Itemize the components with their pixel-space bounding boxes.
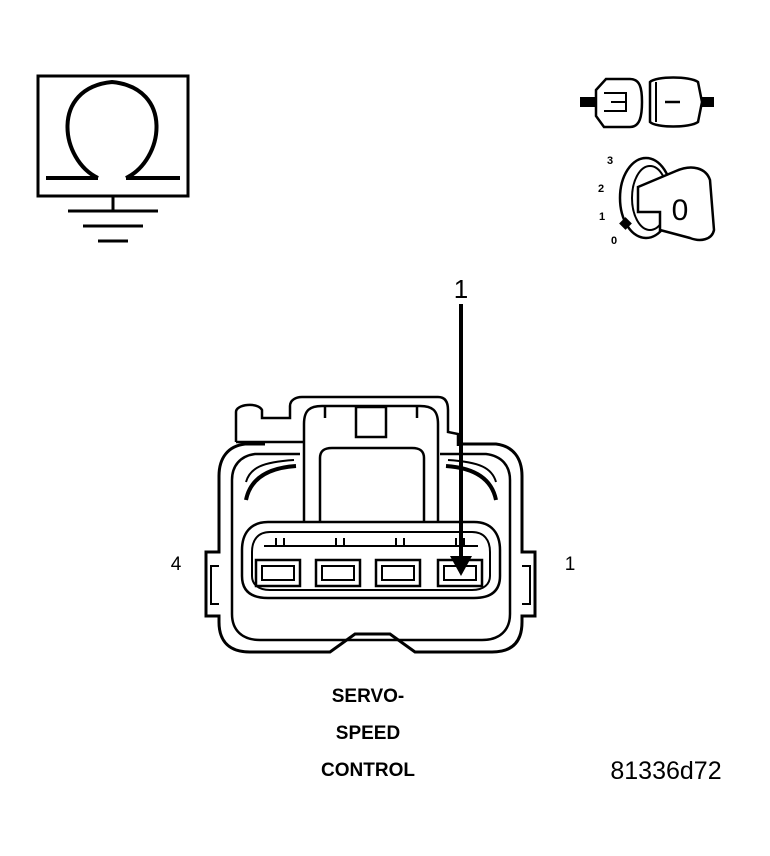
terminal-2 [374,538,422,588]
pin-label-1: 1 [565,554,576,575]
ignition-key-label: 0 [672,194,689,227]
caption-line-3: CONTROL [321,760,415,781]
caption-line-2: SPEED [336,723,400,744]
disconnected-connector-icon [580,76,714,129]
terminal-4 [254,538,302,588]
ignition-position-2: 2 [598,183,604,195]
ignition-position-1: 1 [599,211,605,223]
caption-line-1: SERVO- [332,686,405,707]
ohmmeter-ground-icon [36,74,190,243]
ignition-key-off-icon: 3 2 1 0 0 [598,155,716,247]
connector-face [204,395,537,654]
figure-id: 81336d72 [610,757,721,785]
terminal-3 [314,538,362,588]
callout-label: 1 [454,274,468,304]
ignition-position-0: 0 [611,235,617,247]
pin-label-4: 4 [171,554,182,575]
callout-arrow [450,304,472,576]
ignition-position-3: 3 [607,155,613,167]
